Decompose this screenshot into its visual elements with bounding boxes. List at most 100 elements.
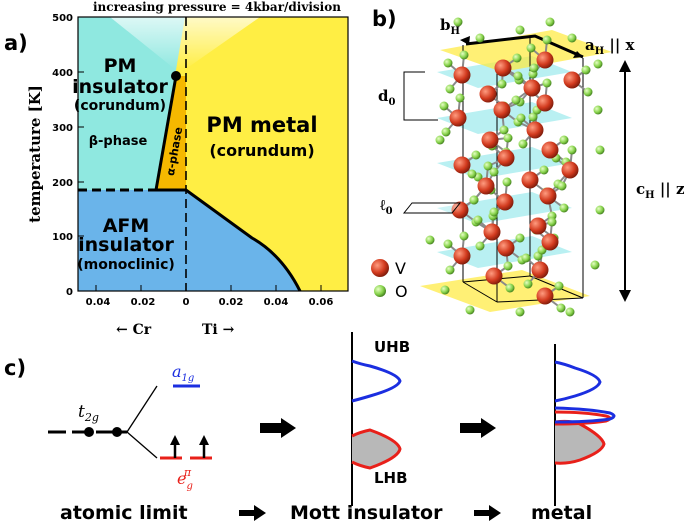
- x-tick-label: 0: [183, 297, 190, 308]
- panel-a: a) increasing pressure = 4kbar/division …: [4, 0, 349, 338]
- vanadium-atom: [453, 156, 471, 174]
- lhb-fill: [352, 430, 400, 468]
- vanadium-atom: [483, 223, 501, 241]
- panel-c-label: c): [4, 356, 26, 380]
- o-legend-label: O: [395, 282, 408, 301]
- vanadium-atom: [453, 247, 471, 265]
- oxygen-atom: [547, 217, 557, 227]
- vanadium-atom: [493, 101, 511, 119]
- oxygen-atom: [499, 125, 509, 135]
- lhb-label: LHB: [374, 469, 408, 487]
- pm-insulator-label: insulator: [72, 76, 168, 98]
- vanadium-atom: [536, 51, 554, 69]
- panel-b: b) bH: [371, 7, 685, 317]
- plot-frame: [77, 16, 349, 292]
- panel-b-label: b): [372, 7, 397, 31]
- alpha-phase-region: [156, 76, 186, 190]
- vanadium-atom: [561, 161, 579, 179]
- b-h-label: bH: [440, 16, 460, 37]
- oxygen-atom: [471, 150, 481, 160]
- electron-dot: [84, 427, 94, 437]
- a1g-label: a1g: [172, 362, 194, 384]
- oxygen-atom: [559, 203, 569, 213]
- oxygen-atom: [443, 58, 453, 68]
- oxygen-atom: [497, 79, 507, 89]
- electron-dot: [112, 427, 122, 437]
- y-axis-label: temperature [K]: [26, 85, 44, 223]
- b-axis-arrowhead: [460, 36, 470, 45]
- oxygen-atom: [441, 127, 451, 137]
- oxygen-atom: [529, 63, 539, 73]
- vanadium-atom: [485, 267, 503, 285]
- beta-phase-label: β-phase: [89, 134, 148, 149]
- vanadium-atom: [523, 79, 541, 97]
- oxygen-atom: [445, 84, 455, 94]
- oxygen-atom: [567, 33, 577, 43]
- oxygen-atom: [518, 139, 528, 149]
- oxygen-atom: [521, 253, 531, 263]
- y-tick-label: 400: [52, 68, 73, 79]
- x-tick-label: 0.02: [219, 297, 244, 308]
- oxygen-atom: [595, 145, 605, 155]
- oxygen-atom: [513, 71, 523, 81]
- y-tick-label: 0: [66, 287, 73, 298]
- oxygen-atom: [473, 215, 483, 225]
- oxygen-atom: [453, 17, 463, 27]
- spin-up-icon: [170, 435, 180, 445]
- y-tick-label: 100: [52, 232, 73, 243]
- uhb-label: UHB: [374, 338, 410, 356]
- o-atom-legend-icon: [374, 285, 386, 297]
- oxygen-atom: [483, 161, 493, 171]
- oxygen-atom: [455, 93, 465, 103]
- afm-label: AFM: [103, 215, 150, 237]
- vanadium-atom: [531, 261, 549, 279]
- oxygen-atom: [512, 53, 522, 63]
- uhb-curve: [351, 359, 402, 403]
- pm-metal-label: (corundum): [209, 141, 314, 160]
- oxygen-atom: [556, 303, 566, 313]
- afm-boundary: [156, 188, 302, 292]
- vanadium-atom: [497, 149, 515, 167]
- vanadium-atom: [479, 85, 497, 103]
- oxygen-atom: [583, 87, 593, 97]
- metal-lower-fill: [555, 421, 604, 464]
- oxygen-atom: [425, 235, 435, 245]
- oxygen-atom: [581, 65, 591, 75]
- oxygen-atom: [440, 285, 450, 295]
- oxygen-atom: [542, 35, 552, 45]
- oxygen-atom: [435, 135, 445, 145]
- right-arrow-icon: [474, 505, 501, 521]
- qp-peak-blue: [554, 406, 616, 424]
- x-tick-label: 0.04: [86, 297, 111, 308]
- a-axis-arrowhead: [573, 51, 583, 58]
- panel-c: c) t2g a1g egπ UHB LHB: [4, 332, 616, 524]
- alpha-boundary: [154, 75, 178, 191]
- eg-label: egπ: [177, 466, 193, 492]
- right-arrow-icon: [260, 418, 296, 438]
- oxygen-atom: [593, 105, 603, 115]
- pm-insulator-label: (corundum): [74, 98, 166, 114]
- oxygen-atom: [511, 95, 521, 105]
- x-dir-cr: ← Cr: [116, 322, 152, 338]
- vanadium-atom: [541, 141, 559, 159]
- y-tick-label: 500: [52, 13, 73, 24]
- vanadium-atom: [536, 287, 554, 305]
- oxygen-atom: [515, 233, 525, 243]
- oxygen-atom: [567, 145, 577, 155]
- panel-a-label: a): [4, 31, 28, 55]
- vanadium-atom: [453, 66, 471, 84]
- vanadium-atom: [481, 131, 499, 149]
- caption-metal: metal: [531, 502, 592, 524]
- pressure-fan: [110, 17, 260, 70]
- vanadium-atom: [529, 217, 547, 235]
- x-tick-label: 0.02: [131, 297, 156, 308]
- vanadium-atoms: [449, 51, 581, 305]
- afm-label: (monoclinic): [77, 257, 175, 273]
- vanadium-atom: [541, 233, 559, 251]
- oxygen-atom: [595, 205, 605, 215]
- oxygen-atom: [593, 59, 603, 69]
- oxygen-atom: [502, 177, 512, 187]
- y-tick-label: 300: [52, 123, 73, 134]
- x-dir-ti: Ti →: [202, 322, 235, 338]
